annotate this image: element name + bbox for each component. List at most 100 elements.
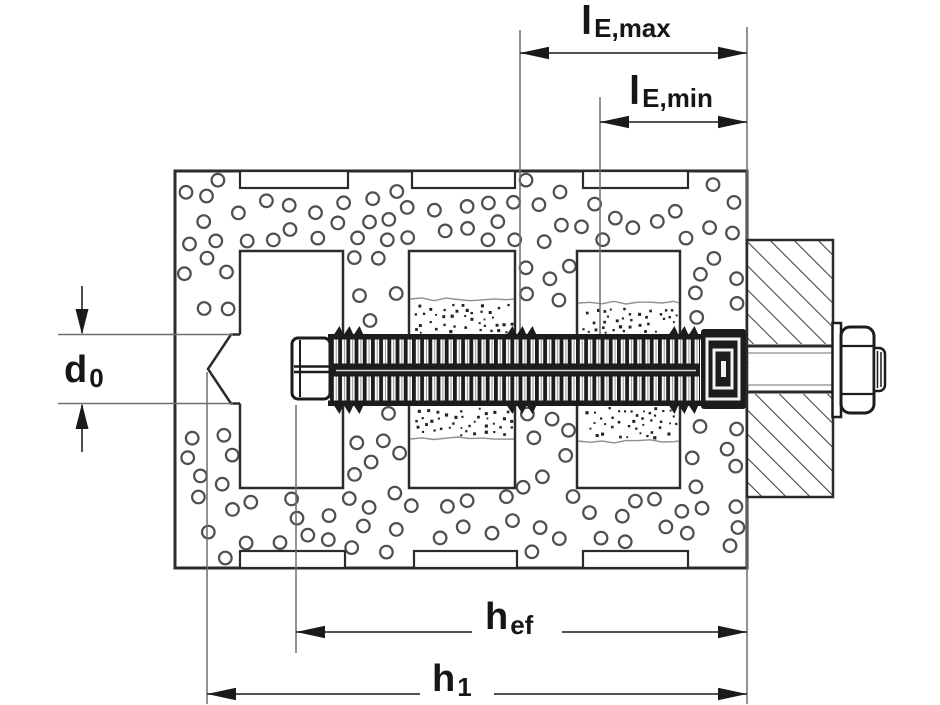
aggregate-speckle [381,406,396,421]
aggregate-speckle [459,198,475,214]
aggregate-speckle [220,301,236,317]
aggregate-speckle [379,544,394,560]
aggregate-speckle [178,184,194,200]
mortar-zone [577,407,680,444]
aggregate-speckle [196,301,212,316]
aggregate-speckle [362,214,377,230]
aggregate-speckle [320,532,336,548]
aggregate-speckle [551,531,567,546]
aggregate-speckle [459,493,475,509]
aggregate-speckle [310,230,326,246]
dim-hef [296,625,747,639]
aggregate-speckle [688,479,704,495]
aggregate-speckle [678,230,694,246]
aggregate-speckle [532,520,548,535]
label-le-min-main: l [629,69,641,113]
aggregate-speckle [658,519,674,535]
aggregate-speckle [455,519,471,535]
aggregate-speckle [184,430,200,446]
aggregate-speckle [370,250,386,266]
top-notch [238,169,350,190]
aggregate-speckle [284,491,300,507]
aggregate-speckle [440,499,455,514]
aggregate-speckle [230,205,246,221]
label-d0-main: d [64,349,88,391]
aggregate-speckle [536,234,552,250]
aggregate-speckle [347,467,362,482]
aggregate-speckle [554,217,569,233]
bottom-notch [412,549,519,570]
aggregate-speckle [729,296,745,311]
aggregate-speckle [365,191,381,207]
aggregate-speckle [728,458,744,474]
aggregate-speckle [518,260,534,276]
aggregate-speckle [587,196,602,212]
aggregate-speckle [388,522,404,537]
aggregate-speckle [518,172,534,188]
aggregate-speckle [499,489,514,505]
aggregate-speckle [219,264,234,280]
aggregate-speckle [693,266,708,282]
aggregate-speckle [558,448,574,463]
aggregate-speckle [595,232,611,248]
aggregate-speckle [667,203,683,219]
aggregate-speckle [507,232,523,248]
top-notch [410,169,517,190]
aggregate-speckle [432,530,448,546]
aggregate-speckle [349,435,365,451]
aggregate-speckle [728,499,744,515]
sleeve-barbs [333,326,699,414]
aggregate-speckle [341,491,357,506]
label-d0-sub: 0 [89,363,104,393]
aggregate-speckle [542,271,558,287]
aggregate-speckle [562,258,577,274]
aggregate-speckle [344,540,360,555]
mortar-zone [409,407,515,441]
aggregate-speckle [300,527,316,543]
aggregate-speckle [679,525,695,541]
aggregate-speckle [481,195,496,211]
aggregate-speckle [719,441,735,457]
aggregate-speckle [593,530,609,546]
aggregate-speckle [480,232,496,248]
aggregate-speckle [239,233,255,249]
aggregate-speckle [702,220,717,236]
aggregate-speckle [352,288,367,304]
label-h1-main: h [432,658,456,700]
sleeve-end-cap [290,336,332,401]
sleeve-collar [701,329,746,409]
aggregate-speckle [281,197,297,213]
aggregate-speckle [192,468,208,484]
aggregate-speckle [505,513,520,528]
aggregate-speckle [224,447,240,463]
aggregate-speckle [427,202,442,218]
dim-le-max [520,46,747,60]
aggregate-speckle [689,310,705,325]
label-le-max-main: l [581,0,593,43]
anchor-sleeve [290,326,746,414]
aggregate-speckle [190,489,206,505]
aggregate-speckle [515,479,531,495]
aggregate-speckle [484,525,500,541]
aggregate-speckle [460,220,476,236]
aggregate-speckle [392,445,408,461]
aggregate-speckle [363,454,379,470]
aggregate-speckle [519,286,534,302]
aggregate-speckle [282,222,298,237]
aggregate-speckle [694,500,710,516]
hex-nut [839,325,876,415]
label-hef-sub: ef [510,610,534,640]
aggregate-speckle [692,419,708,434]
aggregate-speckle [375,433,391,449]
aggregate-speckle [289,510,305,526]
aggregate-speckle [674,503,690,519]
aggregate-speckle [561,422,576,438]
aggregate-speckle [729,271,744,287]
aggregate-speckle [617,534,633,550]
aggregate-speckle [176,266,192,282]
